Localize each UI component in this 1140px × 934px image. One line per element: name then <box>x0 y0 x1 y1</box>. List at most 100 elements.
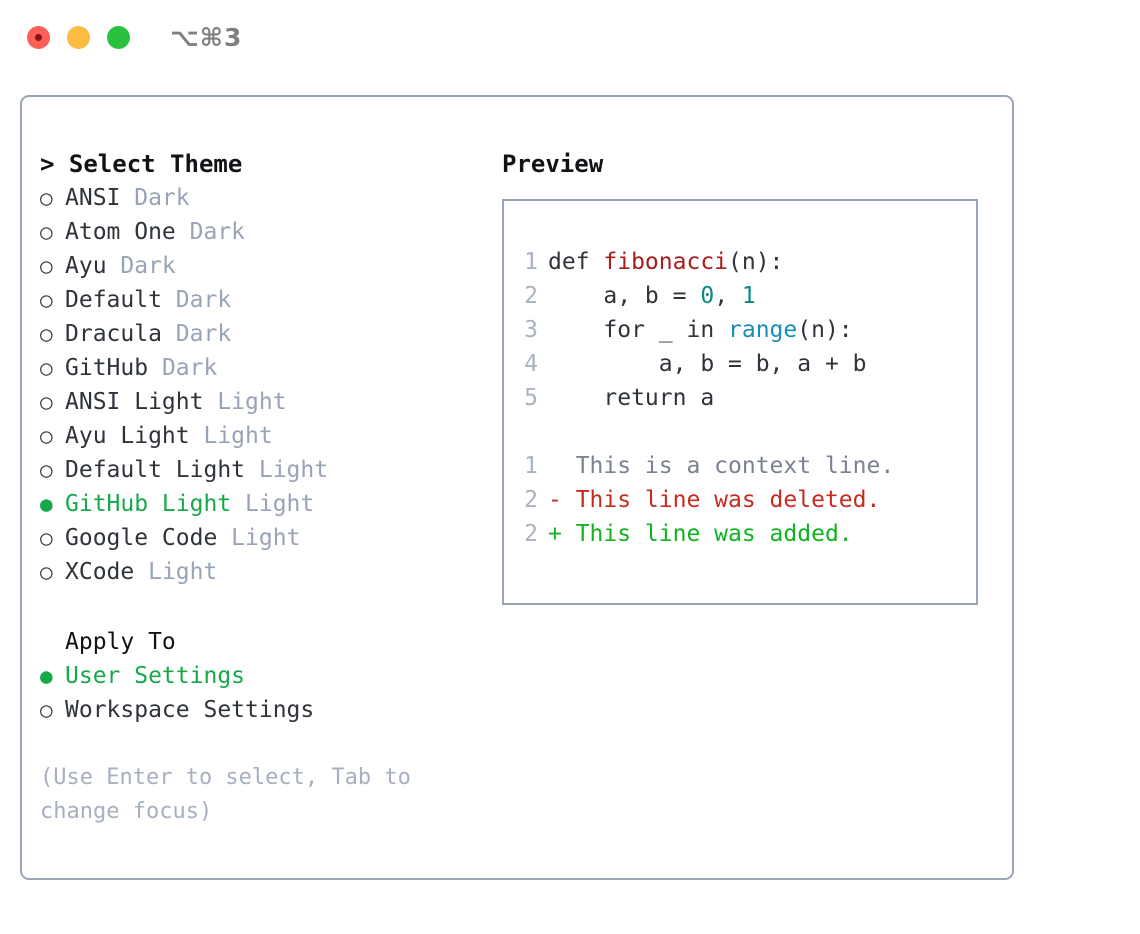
theme-option-label: ANSI <box>65 185 121 211</box>
theme-option-2[interactable]: ○Ayu Dark <box>40 249 480 283</box>
code-token-plain: a, b = <box>548 283 701 309</box>
minimize-button[interactable] <box>67 26 90 49</box>
radio-unselected-icon: ○ <box>40 288 53 312</box>
code-token-num: 0 <box>700 283 715 309</box>
code-token-plain: , <box>714 283 742 309</box>
preview-heading: Preview <box>502 150 604 178</box>
code-line: 4 a, b = b, a + b <box>504 347 976 381</box>
line-number: 3 <box>524 317 538 343</box>
radio-unselected-icon: ○ <box>40 356 53 380</box>
apply-option-1[interactable]: ○ Workspace Settings <box>40 693 480 727</box>
radio-unselected-icon: ○ <box>40 390 53 414</box>
theme-option-label: Dracula <box>65 321 162 347</box>
window-controls <box>27 26 130 49</box>
radio-unselected-icon: ○ <box>40 560 53 584</box>
theme-option-7[interactable]: ○ Ayu Light Light <box>40 419 480 453</box>
theme-option-label: Atom One <box>65 219 176 245</box>
code-line-text: for _ in range(n): <box>548 313 852 347</box>
theme-option-badge: Light <box>189 423 273 449</box>
theme-option-10[interactable]: ○ Google Code Light <box>40 521 480 555</box>
radio-unselected-icon: ○ <box>40 186 53 210</box>
theme-option-label: Default <box>65 287 162 313</box>
theme-option-4[interactable]: ○ Dracula Dark <box>40 317 480 351</box>
code-token-plain: (n): <box>728 249 784 275</box>
select-theme-heading: > Select Theme <box>40 150 243 178</box>
theme-option-1[interactable]: ○ Atom One Dark <box>40 215 480 249</box>
line-number: 2 <box>524 521 538 547</box>
code-line: 1 def fibonacci(n): <box>504 245 976 279</box>
code-line-text: def fibonacci(n): <box>548 245 783 279</box>
theme-option-badge: Dark <box>161 287 232 313</box>
line-number: 1 <box>524 249 538 275</box>
diff-sample: 1 This is a context line. 2 - This line wa… <box>504 449 976 551</box>
theme-option-badge: Light <box>245 457 329 483</box>
theme-option-badge: Light <box>231 491 315 517</box>
diff-line-ctx: 1 This is a context line. <box>504 449 976 483</box>
code-line-text: a, b = 0, 1 <box>548 279 756 313</box>
keyboard-shortcut-label: ⌥⌘3 <box>170 23 243 52</box>
theme-option-label: Google Code <box>65 525 218 551</box>
diff-line-add: 2 + This line was added. <box>504 517 976 551</box>
code-token-plain: a, b = b, a + b <box>548 351 867 377</box>
radio-unselected-icon: ○ <box>40 322 53 346</box>
title-bar: ⌥⌘3 <box>0 0 1140 78</box>
code-line-text: a, b = b, a + b <box>548 347 867 381</box>
code-token-plain: def <box>548 249 604 275</box>
theme-option-5[interactable]: ○ GitHub Dark <box>40 351 480 385</box>
code-line: 5 return a <box>504 381 976 415</box>
apply-option-label: User Settings <box>65 663 246 689</box>
theme-option-8[interactable]: ○Default Light Light <box>40 453 480 487</box>
theme-option-label: Default Light <box>65 457 246 483</box>
close-button[interactable] <box>27 26 50 49</box>
preview-spacer <box>504 415 976 449</box>
theme-option-badge: Dark <box>120 185 190 211</box>
line-number: 4 <box>524 351 538 377</box>
apply-option-0[interactable]: ● User Settings <box>40 659 480 693</box>
code-line-text: return a <box>548 381 714 415</box>
theme-list[interactable]: ○ANSI Dark○Atom One Dark○Ayu Dark○Defaul… <box>40 181 480 589</box>
apply-option-label: Workspace Settings <box>65 697 315 723</box>
radio-unselected-icon: ○ <box>40 220 53 244</box>
line-number: 5 <box>524 385 538 411</box>
theme-selector-column: > Select Theme ○ANSI Dark○Atom One Dark○… <box>40 147 480 829</box>
diff-line-text: This is a context line. <box>548 453 895 479</box>
theme-option-label: Ayu <box>65 253 107 279</box>
theme-option-badge: Light <box>203 389 287 415</box>
theme-option-label: GitHub Light <box>65 491 232 517</box>
theme-option-0[interactable]: ○ ANSI Dark <box>40 181 480 215</box>
radio-unselected-icon: ○ <box>40 424 53 448</box>
code-line: 3 for _ in range(n): <box>504 313 976 347</box>
radio-selected-icon: ● <box>40 664 53 688</box>
radio-unselected-icon: ○ <box>40 526 53 550</box>
theme-option-9[interactable]: ●GitHub Light Light <box>40 487 480 521</box>
code-token-fn: fibonacci <box>603 249 729 275</box>
theme-option-badge: Light <box>217 525 301 551</box>
code-token-num: 1 <box>741 283 756 309</box>
zoom-button[interactable] <box>107 26 130 49</box>
theme-option-11[interactable]: ○XCode Light <box>40 555 480 589</box>
theme-option-label: Ayu Light <box>65 423 190 449</box>
main-panel: > Select Theme ○ANSI Dark○Atom One Dark○… <box>20 95 1014 880</box>
keyboard-hint-text: (Use Enter to select, Tab to change focu… <box>40 765 425 824</box>
radio-unselected-icon: ○ <box>40 254 53 278</box>
line-number: 2 <box>524 487 538 513</box>
theme-option-3[interactable]: ○ Default Dark <box>40 283 480 317</box>
theme-option-badge: Dark <box>161 321 232 347</box>
diff-line-text: - This line was deleted. <box>548 487 881 513</box>
apply-to-list[interactable]: ● User Settings ○ Workspace Settings <box>40 659 480 727</box>
diff-line-del: 2 - This line was deleted. <box>504 483 976 517</box>
theme-option-label: GitHub <box>65 355 149 381</box>
theme-option-6[interactable]: ○ ANSI Light Light <box>40 385 480 419</box>
theme-option-badge: Dark <box>148 355 218 381</box>
diff-line-text: + This line was added. <box>548 521 853 547</box>
radio-unselected-icon: ○ <box>40 698 53 722</box>
code-line: 2 a, b = 0, 1 <box>504 279 976 313</box>
theme-option-badge: Dark <box>175 219 246 245</box>
theme-option-label: ANSI Light <box>65 389 204 415</box>
code-token-plain: return a <box>548 385 715 411</box>
code-token-call: range <box>728 317 798 343</box>
theme-option-label: XCode <box>65 559 135 585</box>
